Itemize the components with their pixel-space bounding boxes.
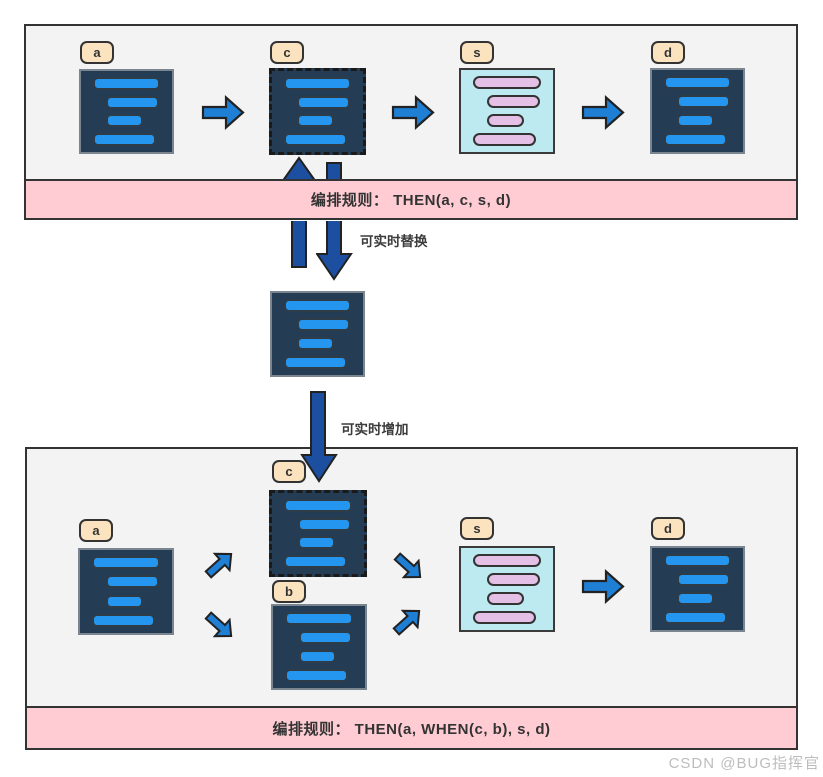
bottom-flow-panel: 编排规则： THEN(a, WHEN(c, b), s, d) bbox=[25, 447, 798, 750]
task-node-b bbox=[271, 604, 367, 690]
bottom-rule-text: 编排规则： THEN(a, WHEN(c, b), s, d) bbox=[272, 720, 551, 738]
task-bar bbox=[298, 650, 336, 663]
task-bar bbox=[677, 592, 714, 605]
flow-arrow-right-icon bbox=[201, 95, 245, 130]
node-tag-s-label: s bbox=[473, 521, 481, 536]
task-bar bbox=[284, 669, 349, 682]
swap-annotation: 可实时替换 bbox=[360, 234, 428, 249]
swap-arrow-down-shaft bbox=[326, 162, 342, 184]
task-bar bbox=[297, 318, 351, 331]
node-tag-b: b bbox=[272, 580, 306, 603]
task-bar bbox=[677, 573, 731, 586]
node-tag-a-label: a bbox=[92, 523, 100, 538]
node-tag-c-label: c bbox=[283, 45, 291, 60]
task-bar bbox=[677, 95, 731, 108]
task-bar bbox=[663, 611, 727, 624]
top-rule-banner: 编排规则： THEN(a, c, s, d) bbox=[24, 179, 798, 220]
branch-arrow-up-right-icon bbox=[204, 552, 233, 579]
node-tag-a: a bbox=[79, 519, 113, 542]
service-node-s bbox=[459, 546, 555, 632]
node-tag-a-label: a bbox=[93, 45, 101, 60]
task-bar bbox=[284, 612, 354, 625]
node-tag-c: c bbox=[270, 41, 304, 64]
service-bar bbox=[486, 114, 524, 127]
service-bar bbox=[486, 592, 524, 605]
bottom-rule-banner: 编排规则： THEN(a, WHEN(c, b), s, d) bbox=[25, 706, 798, 750]
task-bar bbox=[283, 555, 348, 569]
flow-arrow-right-icon bbox=[391, 95, 435, 130]
service-bar bbox=[472, 133, 537, 146]
flow-arrow-right-icon bbox=[581, 95, 625, 130]
task-bar bbox=[663, 133, 727, 146]
node-tag-s: s bbox=[460, 517, 494, 540]
branch-arrow-up-right-icon bbox=[392, 609, 421, 636]
task-bar bbox=[297, 337, 334, 350]
service-bar bbox=[486, 95, 541, 108]
task-bar bbox=[105, 575, 160, 589]
node-tag-d-label: d bbox=[664, 521, 672, 536]
task-bar bbox=[297, 517, 352, 531]
task-bar bbox=[298, 631, 353, 644]
node-tag-d: d bbox=[651, 41, 685, 64]
task-node-a bbox=[79, 69, 174, 154]
swap-arrow-up-shaft bbox=[291, 221, 307, 268]
add-annotation: 可实时增加 bbox=[341, 422, 409, 437]
task-node-c-replaceable bbox=[269, 68, 366, 155]
service-bar bbox=[472, 554, 542, 567]
task-bar bbox=[283, 299, 352, 312]
task-bar bbox=[106, 95, 160, 109]
top-rule-text: 编排规则： THEN(a, c, s, d) bbox=[310, 192, 512, 209]
task-bar bbox=[297, 114, 334, 128]
branch-arrow-down-right-icon bbox=[204, 611, 233, 638]
task-bar bbox=[91, 556, 161, 570]
node-tag-c-label: c bbox=[285, 464, 293, 479]
service-bar bbox=[472, 611, 537, 624]
service-bar bbox=[472, 76, 542, 89]
node-tag-b-label: b bbox=[285, 584, 293, 599]
service-node-s bbox=[459, 68, 555, 154]
task-bar bbox=[663, 554, 732, 567]
flow-arrow-right-icon bbox=[581, 569, 625, 604]
insert-arrow-down-icon bbox=[300, 391, 338, 483]
task-node-d bbox=[650, 546, 745, 632]
task-bar bbox=[92, 133, 156, 147]
task-node-c-replaceable bbox=[269, 490, 367, 577]
swap-arrow-down-icon bbox=[316, 221, 353, 281]
node-tag-d: d bbox=[651, 517, 685, 540]
task-bar bbox=[105, 594, 143, 608]
task-bar bbox=[297, 536, 335, 550]
task-node-a bbox=[78, 548, 174, 635]
task-bar bbox=[283, 133, 347, 147]
service-bar bbox=[486, 573, 541, 586]
task-bar bbox=[663, 76, 732, 89]
task-bar bbox=[297, 95, 351, 109]
node-tag-c: c bbox=[272, 460, 306, 483]
node-tag-s-label: s bbox=[473, 45, 481, 60]
task-node-d bbox=[650, 68, 745, 154]
task-bar bbox=[283, 76, 352, 90]
task-bar bbox=[106, 114, 143, 128]
task-bar bbox=[677, 114, 714, 127]
task-bar bbox=[92, 76, 161, 90]
branch-arrow-down-right-icon bbox=[393, 552, 422, 579]
node-tag-a: a bbox=[80, 41, 114, 64]
node-tag-s: s bbox=[460, 41, 494, 64]
node-tag-d-label: d bbox=[664, 45, 672, 60]
task-bar bbox=[91, 613, 156, 627]
task-bar bbox=[283, 498, 353, 512]
csdn-watermark: CSDN @BUG指挥官 bbox=[668, 755, 820, 772]
replacement-task-node bbox=[270, 291, 365, 377]
task-bar bbox=[283, 356, 347, 369]
